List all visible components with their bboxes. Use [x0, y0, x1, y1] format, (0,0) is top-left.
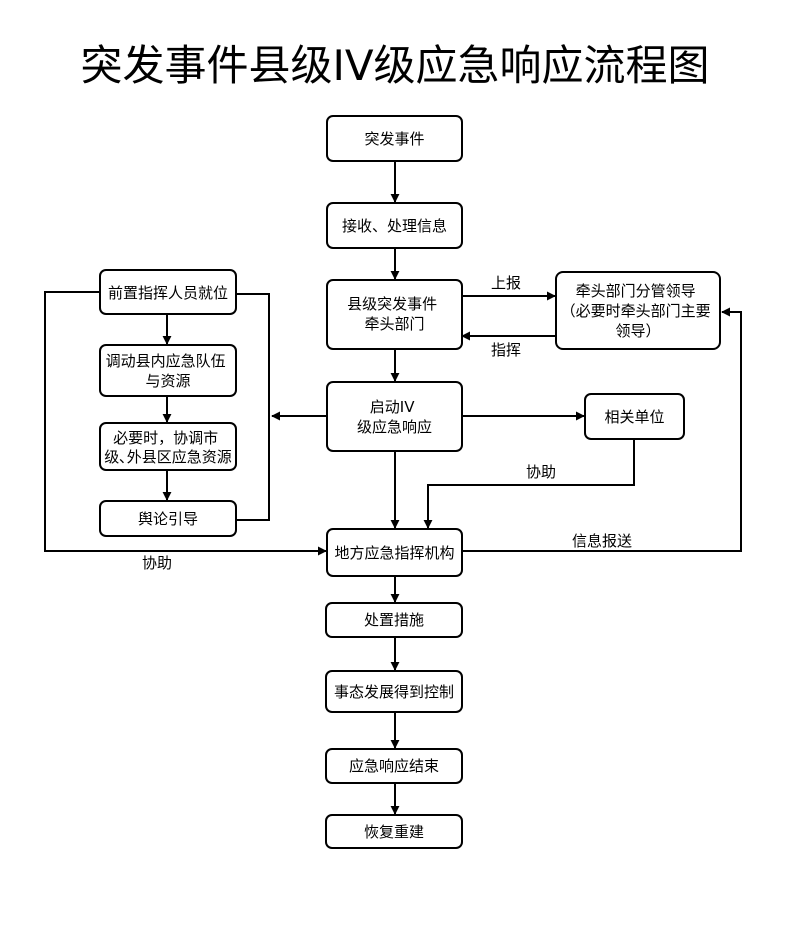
node-local-cmd: 地方应急指挥机构 — [326, 528, 463, 577]
node-line: 事态发展得到控制 — [334, 683, 454, 701]
node-label: 相关单位 — [604, 408, 664, 426]
node-activate: 启动IV 级应急响应 — [326, 381, 463, 452]
node-line: 应急响应结束 — [349, 757, 439, 775]
node-label: 事态发展得到控制 — [334, 683, 454, 701]
node-label: 前置指挥人员就位 — [108, 284, 228, 302]
node-line: 级､外县区应急资源 — [104, 448, 232, 466]
node-line: 启动IV — [370, 398, 415, 416]
node-opinion: 舆论引导 — [99, 500, 237, 537]
node-label: 牵头部门分管领导 （必要时牵头部门主要 领导） — [561, 282, 716, 340]
node-line: 必要时，协调市 — [113, 429, 218, 447]
edges — [44, 161, 742, 815]
node-label: 舆论引导 — [138, 510, 198, 528]
node-label: 恢复重建 — [364, 823, 424, 841]
node-label: 县级突发事件 牵头部门 — [347, 295, 442, 333]
edge-forward-localcmd — [44, 291, 327, 556]
node-recovery: 恢复重建 — [325, 814, 463, 849]
node-label: 突发事件 — [364, 130, 424, 148]
node-line: 前置指挥人员就位 — [108, 284, 228, 302]
node-line: 地方应急指挥机构 — [334, 544, 454, 562]
node-line: 牵头部门 — [364, 315, 424, 333]
node-receive: 接收、处理信息 — [326, 202, 463, 249]
node-controlled: 事态发展得到控制 — [325, 670, 463, 713]
nodes: 突发事件 接收、处理信息 县级突发事件 牵头部门 牵头部门分管领导 （必要时牵头… — [99, 115, 721, 849]
node-label: 接收、处理信息 — [342, 217, 447, 235]
left-bracket — [236, 293, 270, 521]
node-coordinate: 必要时，协调市 级､外县区应急资源 — [99, 422, 237, 471]
page-title: 突发事件县级IV级应急响应流程图 — [80, 41, 709, 90]
node-line: 级应急响应 — [357, 418, 432, 436]
node-forward-cmd: 前置指挥人员就位 — [99, 269, 237, 315]
node-line: 领导） — [615, 322, 660, 340]
edge-related-localcmd — [423, 439, 635, 529]
node-line: 处置措施 — [364, 611, 424, 629]
edge-label-assist-left: 协助 — [142, 554, 172, 572]
node-lead-dept: 县级突发事件 牵头部门 — [326, 279, 463, 350]
node-line: 牵头部门分管领导 — [576, 282, 696, 300]
node-label: 地方应急指挥机构 — [334, 544, 454, 562]
node-line: （必要时牵头部门主要 — [561, 302, 711, 320]
node-line: 恢复重建 — [364, 823, 424, 841]
node-line: 调动县内应急队伍 — [106, 352, 226, 370]
node-line: 接收、处理信息 — [342, 217, 447, 235]
edge-label-assist-related: 协助 — [526, 463, 556, 481]
edge-label-command: 指挥 — [491, 341, 521, 359]
node-dispatch: 调动县内应急队伍 与资源 — [99, 344, 237, 397]
edge-label-report-up: 上报 — [491, 274, 521, 292]
edge-info-report — [462, 307, 742, 552]
node-label: 启动IV 级应急响应 — [357, 398, 432, 436]
node-label: 必要时，协调市 级､外县区应急资源 — [104, 429, 232, 466]
node-event: 突发事件 — [326, 115, 463, 162]
node-related: 相关单位 — [584, 393, 685, 440]
node-line: 相关单位 — [604, 408, 664, 426]
node-label: 处置措施 — [364, 611, 424, 629]
node-line: 舆论引导 — [138, 510, 198, 528]
node-measures: 处置措施 — [325, 602, 463, 638]
node-label: 应急响应结束 — [349, 757, 439, 775]
node-line: 与资源 — [145, 372, 190, 390]
node-line: 县级突发事件 — [347, 295, 437, 313]
node-line: 突发事件 — [364, 130, 424, 148]
edge-label-info-report: 信息报送 — [572, 532, 632, 550]
node-end: 应急响应结束 — [325, 748, 463, 784]
node-label: 调动县内应急队伍 与资源 — [106, 352, 231, 390]
node-leadership: 牵头部门分管领导 （必要时牵头部门主要 领导） — [555, 271, 721, 350]
